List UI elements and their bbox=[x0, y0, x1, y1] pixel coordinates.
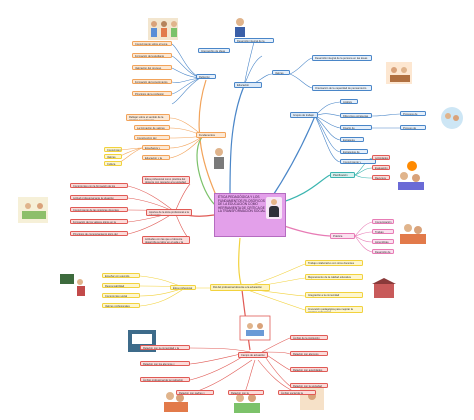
students-clipart-right bbox=[398, 161, 424, 190]
node-rol[interactable]: Rol del profesional docente a la educaci… bbox=[210, 284, 270, 291]
node-campo-b3[interactable]: Ámbito social de la profesión bbox=[278, 390, 316, 395]
node-aportes-4[interactable]: Formación de los valores éticos en la fo… bbox=[70, 219, 128, 224]
node-hub-left[interactable]: Reflexión bbox=[196, 74, 216, 79]
school-clipart-right bbox=[372, 278, 396, 298]
node-grupos-r1[interactable]: Procesos de trabajo bbox=[400, 111, 426, 116]
node-campo-r4[interactable]: Relación con la sociedad bbox=[290, 383, 328, 388]
people-clipart-top bbox=[148, 18, 178, 40]
node-top-right-1[interactable]: Desarrollo integral de la persona en las… bbox=[312, 55, 372, 61]
node-prac-1[interactable]: Comunicación bbox=[372, 219, 394, 224]
teacher-portrait bbox=[266, 197, 282, 219]
teacher-clipart-top bbox=[235, 18, 245, 37]
group-photo-center bbox=[239, 315, 271, 341]
node-aportes-top[interactable]: Ética profesional como práctica del doce… bbox=[142, 176, 190, 184]
node-education[interactable]: Educación bbox=[234, 82, 262, 88]
node-top-right-2[interactable]: Orientación de la capacidad de pensamien… bbox=[312, 85, 372, 91]
node-aportes-1[interactable]: Compromiso con la formación de los alumn… bbox=[70, 183, 128, 188]
node-prac-3[interactable]: Aprendizaje significativo bbox=[372, 239, 394, 244]
node-rol-r3[interactable]: Integración a la comunidad bbox=[305, 292, 363, 298]
node-rol-l4[interactable]: Valores profesionales bbox=[102, 303, 140, 308]
node-grupos-3[interactable]: Diseño de intervención docente bbox=[340, 125, 372, 130]
node-fund-2[interactable]: La formación de valores bbox=[134, 125, 170, 130]
node-sub-right[interactable]: Valores bbox=[272, 70, 290, 75]
central-topic[interactable]: ÉTICA PEDAGÓGICA Y LOS FUNDAMENTOS FILOS… bbox=[214, 193, 286, 237]
node-grupos-1[interactable]: Análisis bbox=[340, 99, 358, 104]
node-top-left-1[interactable]: Conocimiento sobre el tema bbox=[132, 41, 172, 46]
node-sub-left[interactable]: Intercambio de ideas bbox=[198, 48, 230, 53]
thinker-clipart-left bbox=[214, 148, 224, 169]
node-plan-2[interactable]: Evaluación bbox=[372, 165, 390, 170]
crowd-clipart-bottom bbox=[164, 392, 188, 412]
node-prac-2[interactable]: Trabajo colaborativo bbox=[372, 229, 394, 234]
node-far-1[interactable]: Conocimiento bbox=[104, 147, 122, 152]
node-rol-l2[interactable]: Responsabilidad bbox=[102, 283, 140, 288]
node-grupos-2[interactable]: Diferentes estrategias bbox=[340, 113, 372, 118]
node-grupos-r2[interactable]: Proceso de análisis bbox=[400, 125, 426, 130]
node-campo-r2[interactable]: Relación con alumnos bbox=[290, 351, 328, 356]
node-campo-b2[interactable]: Relación con la comunidad bbox=[228, 390, 264, 395]
class-clipart-left bbox=[18, 197, 48, 223]
node-grupos[interactable]: Grupos de trabajo bbox=[290, 112, 318, 118]
classroom-clipart-right bbox=[386, 62, 412, 84]
students-clipart-bottom bbox=[234, 394, 260, 413]
node-fund-1[interactable]: Reflejar sobre el sentido de la práctica… bbox=[126, 114, 170, 121]
node-fund-5[interactable]: Educación y la sociedad bbox=[142, 155, 170, 160]
node-fund-4[interactable]: Enseñanza y aprendizaje bbox=[142, 145, 170, 150]
node-prac-4[interactable]: Desarrollo de competencias bbox=[372, 249, 394, 254]
node-top-left-3[interactable]: Valoración del proceso educativo bbox=[132, 65, 172, 70]
node-campo-l2[interactable]: Relación con los alumnos y autoridades bbox=[140, 361, 190, 366]
node-campo-r3[interactable]: Relación con autoridades bbox=[290, 367, 328, 372]
node-fundamentos[interactable]: Fundamentos filosóficos bbox=[196, 132, 226, 138]
node-rol-r1[interactable]: Trabajo colaborativo con otros docentes bbox=[305, 260, 363, 266]
node-top-left-2[interactable]: Formación del estudiante bbox=[132, 53, 172, 58]
node-rol-r2[interactable]: Mejoramiento de la calidad educativa bbox=[305, 274, 363, 280]
node-aportes[interactable]: Aportes de la ética profesional a la edu… bbox=[146, 209, 192, 216]
node-campo[interactable]: Campo de actuación bbox=[238, 352, 268, 358]
node-parent[interactable]: Desarrollo integral de la persona bbox=[234, 38, 274, 43]
node-rol-l3[interactable]: Compromiso social bbox=[102, 293, 140, 298]
node-campo-l3[interactable]: Ámbito profesional de la institución bbox=[140, 377, 190, 382]
node-aportes-3[interactable]: Conocimiento de las prácticas docentes bbox=[70, 207, 128, 212]
node-planificacion[interactable]: Planificación bbox=[330, 172, 355, 178]
node-fund-3[interactable]: Construcción del conocimiento bbox=[134, 135, 170, 140]
node-far-3[interactable]: Cultura bbox=[104, 161, 122, 166]
node-aportes-bottom[interactable]: Actitudes con las que el docente desarro… bbox=[142, 236, 190, 244]
node-campo-b1[interactable]: Relación con padres y alumnos bbox=[176, 390, 214, 395]
node-aportes-2[interactable]: Actitud profesional ante la situación ed… bbox=[70, 195, 128, 200]
teacher-board-clipart-left bbox=[60, 274, 85, 296]
node-aportes-5[interactable]: Principios de comportamiento ético del p… bbox=[70, 231, 128, 236]
node-plan-1[interactable]: Actividades bbox=[372, 155, 390, 160]
node-campo-l1[interactable]: Relación con la comunidad y la sociedad bbox=[140, 345, 190, 350]
node-plan-3[interactable]: Recursos bbox=[372, 175, 390, 180]
discussion-clipart-right bbox=[441, 107, 463, 129]
central-topic-text: ÉTICA PEDAGÓGICA Y LOS FUNDAMENTOS FILOS… bbox=[218, 195, 266, 214]
node-top-left-5[interactable]: Principios de la profesión bbox=[132, 91, 172, 96]
node-rol-sub[interactable]: Ética profesional bbox=[170, 285, 196, 290]
group-clipart-right bbox=[400, 224, 426, 244]
node-grupos-4[interactable]: Estrategia docente bbox=[340, 137, 364, 142]
node-grupos-5[interactable]: Estrategias de formación bbox=[340, 149, 368, 154]
node-far-2[interactable]: Valores bbox=[104, 154, 122, 159]
node-campo-r1[interactable]: Ámbito de la institución bbox=[290, 335, 328, 340]
node-top-left-4[interactable]: Formación del conocimiento bbox=[132, 79, 172, 84]
node-practica[interactable]: Práctica educativa bbox=[330, 233, 355, 239]
node-grupos-6[interactable]: Conocimiento y aprendizaje bbox=[340, 159, 376, 164]
node-rol-l1[interactable]: Enseñar con ejemplo bbox=[102, 273, 140, 278]
node-rol-r4[interactable]: Innovación pedagógica para mejorar la pr… bbox=[305, 306, 363, 313]
